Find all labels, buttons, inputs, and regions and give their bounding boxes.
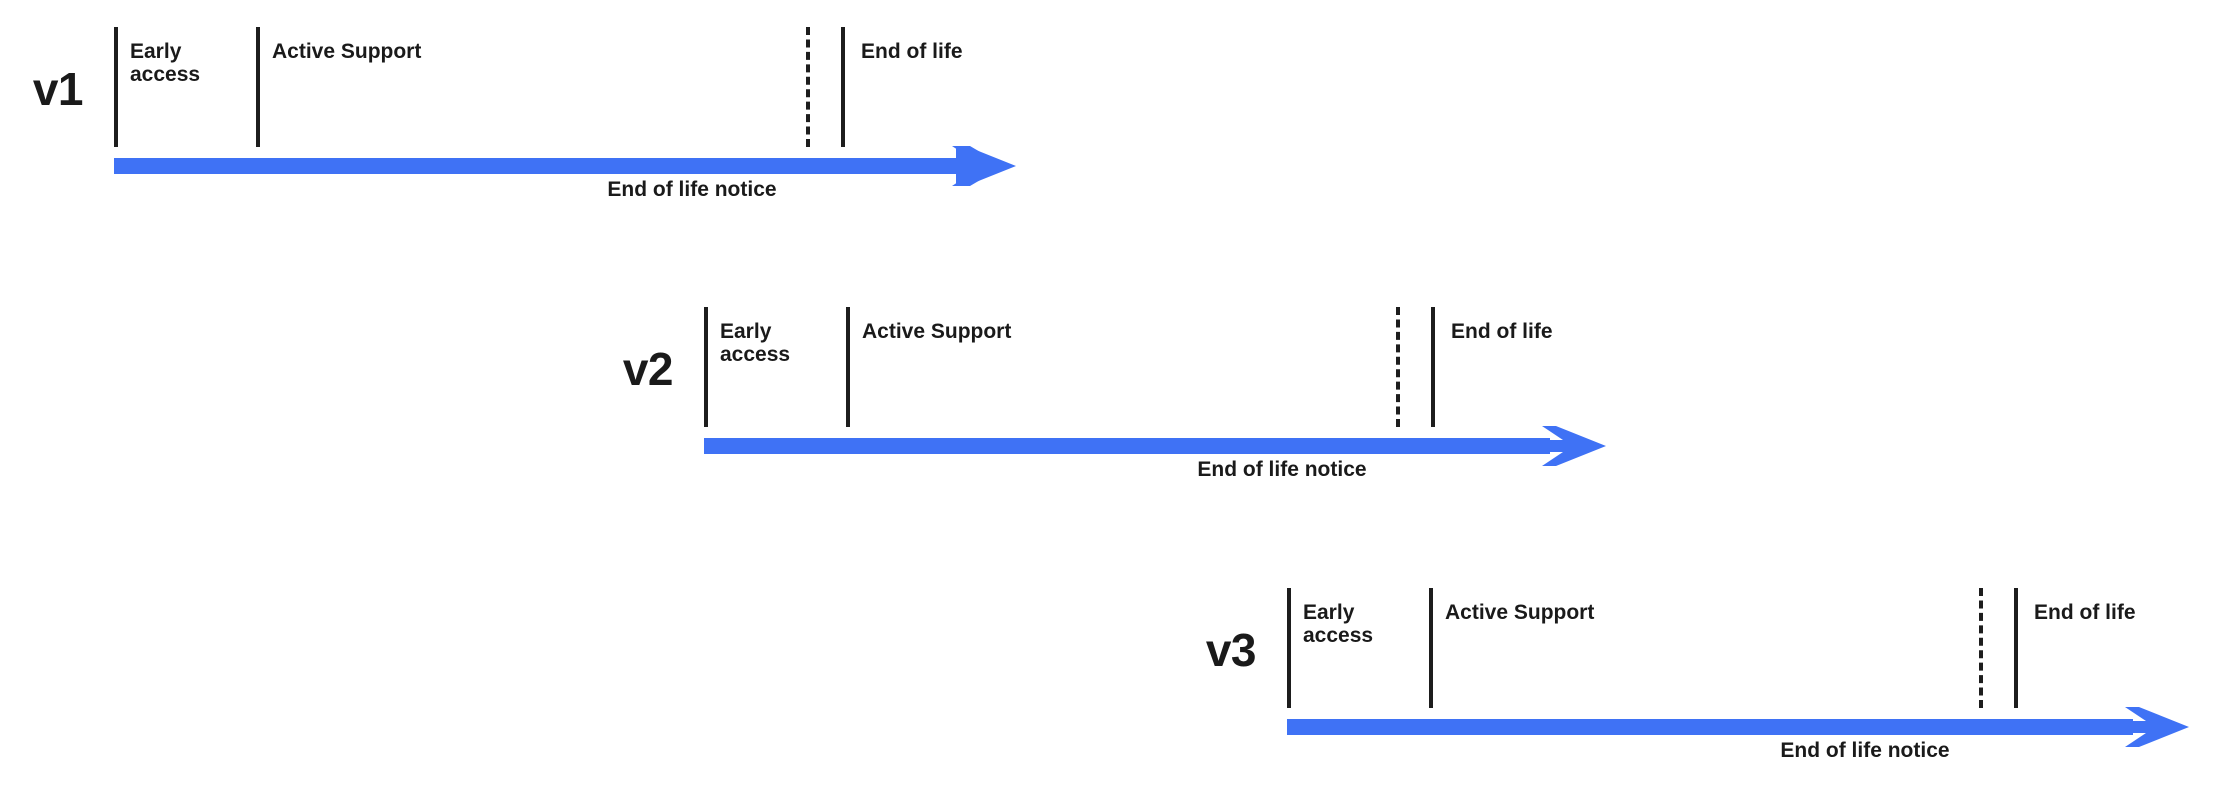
version-label-v3: v3 [1205,624,1257,676]
lifecycle-arrow-v1 [114,146,1018,186]
phase-label-active-support-v2: Active Support [862,320,1012,343]
divider-early-access-start-v1 [114,27,118,147]
divider-active-support-start-v1 [256,27,260,147]
version-label-v2: v2 [622,343,674,395]
phase-label-end-of-life-v2: End of life [1451,320,1553,343]
divider-end-of-life-notice-v2 [1396,307,1400,427]
timeline-row-v2: v2 Early access Active Support End of li… [590,280,1690,500]
notice-label-v3: End of life notice [1780,739,1950,762]
divider-active-support-start-v2 [846,307,850,427]
lifecycle-arrow-v3 [1287,707,2191,747]
phase-label-early-access-v3: Early access [1303,601,1374,648]
divider-end-of-life-start-v3 [2014,588,2018,708]
phase-label-end-of-life-v3: End of life [2034,601,2136,624]
timeline-row-v1: v1 Early access Active Support End of li… [0,0,1100,220]
divider-early-access-start-v2 [704,307,708,427]
divider-end-of-life-notice-v1 [806,27,810,147]
phase-label-early-access-v1: Early access [130,40,201,87]
notice-label-v1: End of life notice [607,178,777,201]
timeline-row-v3: v3 Early access Active Support End of li… [1173,561,2228,781]
divider-end-of-life-start-v2 [1431,307,1435,427]
divider-active-support-start-v3 [1429,588,1433,708]
divider-end-of-life-start-v1 [841,27,845,147]
version-label-v1: v1 [32,63,84,115]
lifecycle-arrow-v2 [704,426,1608,466]
divider-end-of-life-notice-v3 [1979,588,1983,708]
phase-label-active-support-v3: Active Support [1445,601,1595,624]
notice-label-v2: End of life notice [1197,458,1367,481]
phase-label-early-access-v2: Early access [720,320,791,367]
phase-label-active-support-v1: Active Support [272,40,422,63]
phase-label-end-of-life-v1: End of life [861,40,963,63]
divider-early-access-start-v3 [1287,588,1291,708]
